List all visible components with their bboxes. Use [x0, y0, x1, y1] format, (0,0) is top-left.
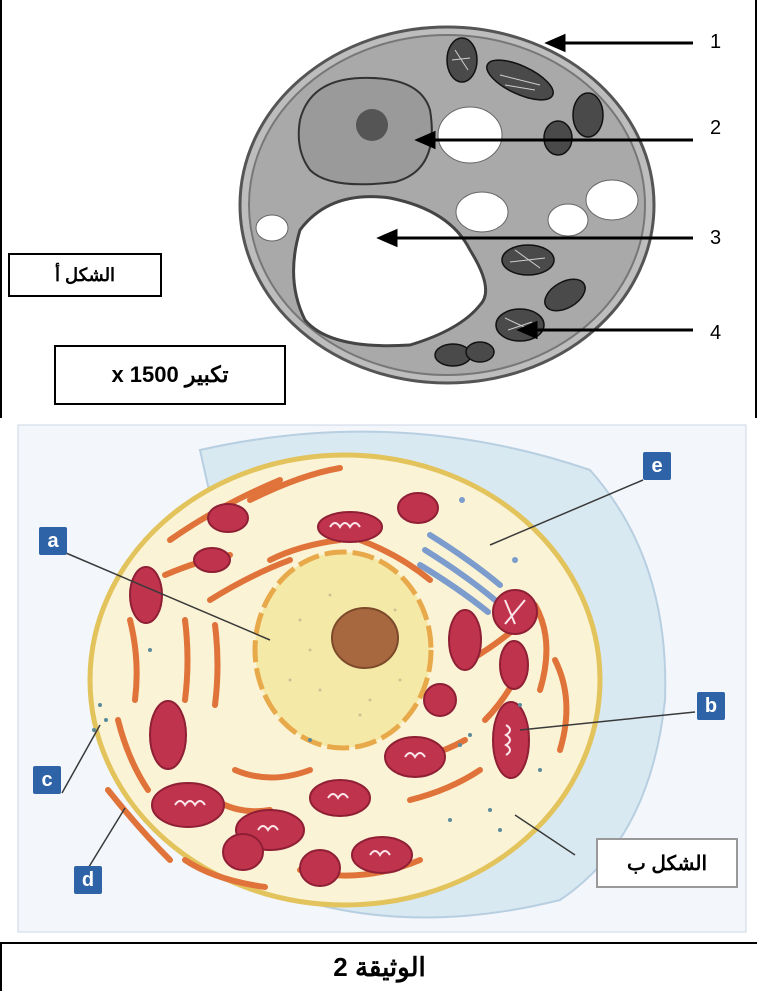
figure-a-label: الشكل أ — [8, 253, 162, 297]
tag-b: b — [697, 692, 725, 720]
tag-d: d — [74, 866, 102, 894]
callout-2: 2 — [710, 117, 721, 140]
callout-4: 4 — [710, 322, 721, 345]
document-title: الوثيقة 2 — [0, 942, 757, 991]
tag-a: a — [39, 527, 67, 555]
callout-1: 1 — [710, 31, 721, 54]
callout-3: 3 — [710, 227, 721, 250]
figure-b-label: الشكل ب — [596, 838, 738, 888]
tag-c: c — [33, 766, 61, 794]
tag-e: e — [643, 452, 671, 480]
magnification-label: تكبير x 1500 — [54, 345, 286, 405]
